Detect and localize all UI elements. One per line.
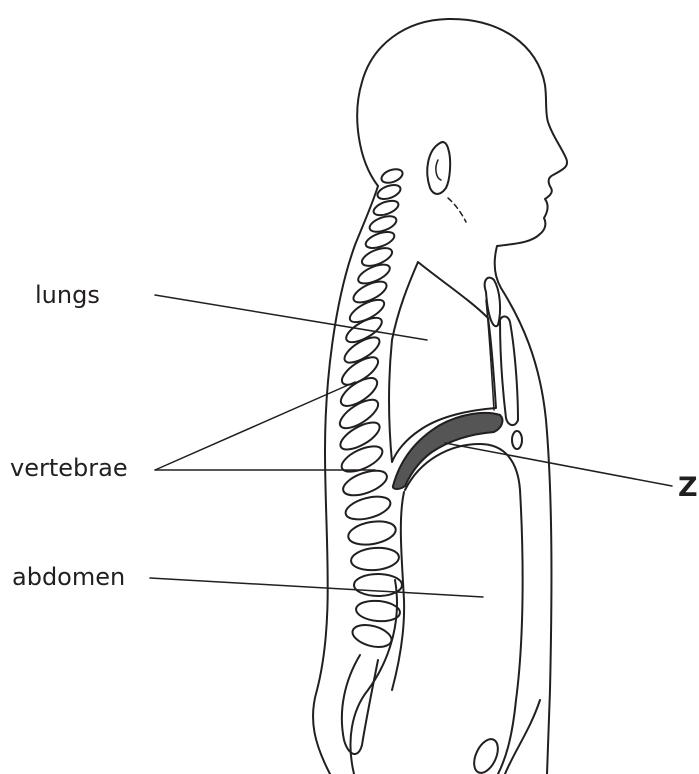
abdomen-outline [405, 444, 523, 774]
vertebra [380, 167, 405, 186]
vertebra [372, 198, 401, 218]
vertebrae-column [336, 167, 405, 651]
vertebra [355, 599, 401, 623]
abdomen-label: abdomen [12, 563, 125, 591]
pelvis-bone [469, 735, 502, 774]
vertebra [376, 182, 403, 201]
z-leader-line [445, 443, 672, 486]
z-label: Z [678, 472, 698, 503]
sternum-middle [500, 316, 518, 425]
vertebra [343, 492, 393, 523]
jaw-line [448, 198, 466, 222]
lungs-label: lungs [35, 281, 100, 309]
sternum-tip [512, 431, 522, 449]
vertebra [350, 546, 400, 572]
vertebra [350, 621, 394, 651]
lungs-leader-line [155, 295, 427, 340]
ear-inner [436, 160, 441, 180]
vertebra [346, 518, 397, 548]
abdomen-leader-line [150, 578, 483, 597]
ear [427, 142, 450, 194]
vertebrae-label: vertebrae [10, 454, 128, 482]
